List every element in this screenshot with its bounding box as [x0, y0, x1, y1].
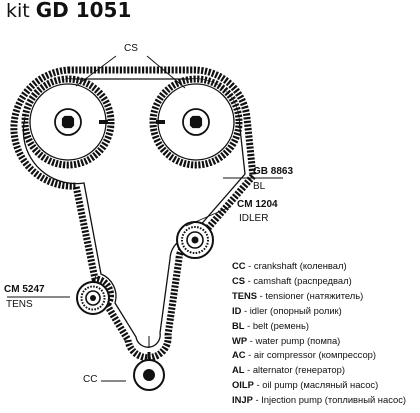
- legend-desc: - Injection pump (топливный насос): [252, 394, 407, 406]
- idler-type-label: IDLER: [239, 213, 269, 224]
- camshaft-sprocket-left: [21, 75, 115, 169]
- leader-lines: [7, 55, 283, 382]
- legend-desc: - crankshaft (коленвал): [245, 260, 347, 271]
- legend-code: WP: [232, 334, 248, 346]
- camshaft-sprocket-right: [149, 75, 243, 169]
- legend-item: WP - water pump (помпа): [232, 334, 406, 349]
- crankshaft-label: CC: [83, 374, 98, 385]
- legend-item: AL - alternator (генератор): [232, 363, 406, 378]
- legend-item: OILP - oil pump (масляный насос): [232, 378, 406, 393]
- tensioner-type-label: TENS: [6, 299, 33, 310]
- legend-desc: - alternator (генератор): [244, 364, 345, 376]
- legend-code: AC: [232, 349, 246, 361]
- legend-desc: - idler (опорный ролик): [241, 304, 342, 316]
- legend-code: INJP: [232, 394, 253, 406]
- idler-pulley: [176, 221, 214, 259]
- legend-code: CS: [232, 274, 246, 286]
- idler-code: CM 1204: [237, 199, 278, 210]
- legend-item: TENS - tensioner (натяжитель): [232, 289, 406, 304]
- idler-code-label: CM 1204: [237, 199, 278, 211]
- kit-code: GD 1051: [35, 0, 132, 22]
- legend-item: AC - air compressor (компрессор): [232, 348, 406, 363]
- legend-desc: - belt (ремень): [244, 319, 309, 331]
- legend-item: CS - camshaft (распредвал): [232, 274, 406, 289]
- belt-outer: [10, 66, 257, 362]
- camshaft-label: CS: [124, 43, 138, 54]
- belt-code-label: GB 8863: [253, 166, 293, 178]
- legend-code: BL: [232, 319, 245, 331]
- tensioner-pulley: [76, 281, 110, 315]
- tensioner-code: CM 5247: [4, 284, 45, 295]
- legend-desc: - tensioner (натяжитель): [257, 289, 364, 301]
- legend-desc: - camshaft (распредвал): [245, 274, 352, 286]
- legend-code: ID: [232, 304, 242, 316]
- legend-desc: - oil pump (масляный насос): [253, 379, 379, 391]
- abbreviation-legend: CC - crankshaft (коленвал) CS - camshaft…: [232, 259, 406, 408]
- legend-code: OILP: [232, 379, 254, 391]
- belt-type-label: BL: [253, 181, 266, 192]
- legend-item: CC - crankshaft (коленвал): [232, 259, 406, 274]
- legend-item: INJP - Injection pump (топливный насос): [232, 393, 406, 408]
- kit-prefix: kit: [6, 0, 30, 22]
- legend-code: TENS: [232, 289, 258, 301]
- legend-code: AL: [232, 364, 245, 376]
- legend-code: CC: [232, 260, 246, 271]
- legend-desc: - water pump (помпа): [247, 334, 341, 346]
- legend-item: BL - belt (ремень): [232, 319, 406, 334]
- tensioner-code-label: CM 5247: [4, 284, 45, 296]
- crankshaft-sprocket: [133, 336, 165, 391]
- belt-code: GB 8863: [253, 166, 294, 177]
- legend-item: ID - idler (опорный ролик): [232, 304, 406, 319]
- legend-desc: - air compressor (компрессор): [245, 349, 377, 361]
